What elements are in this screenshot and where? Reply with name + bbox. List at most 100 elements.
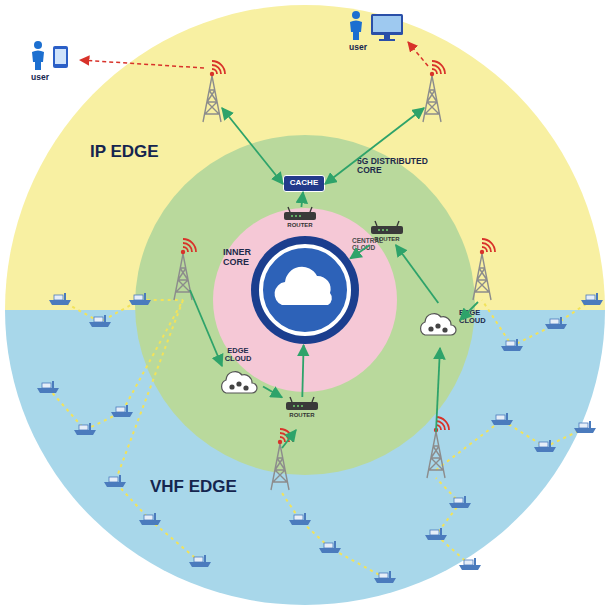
ships-part xyxy=(425,528,447,540)
ships-part xyxy=(289,513,311,525)
ships-part xyxy=(374,571,396,583)
distributed-core-ring: 5G DISTRIBUTED CORE INNER CORECENTRAL CLO… xyxy=(135,135,475,475)
userTab-symbol-part xyxy=(32,51,44,71)
user-links-part xyxy=(408,42,428,66)
backhaul-arrows xyxy=(190,108,478,448)
central-symbol xyxy=(250,235,360,345)
edgecloud-symbol-part xyxy=(421,314,456,335)
link-arrow xyxy=(302,345,303,397)
ships-part xyxy=(534,440,556,452)
router-symbol-part xyxy=(288,207,290,212)
ship-routes-part xyxy=(280,490,385,578)
ships-part xyxy=(129,293,151,305)
userPc-symbol-part xyxy=(350,21,362,41)
radio-towers-part xyxy=(473,239,495,300)
edgecloud-symbol-part xyxy=(435,323,440,328)
router-symbol-part xyxy=(299,215,301,217)
edgecloud-symbol-part xyxy=(222,372,257,393)
radio-towers-part xyxy=(427,417,449,478)
node-label: 5G DISTRIBUTED CORE xyxy=(357,157,433,176)
userPc-symbol-part xyxy=(379,39,395,41)
cache-box: CACHE xyxy=(283,175,325,192)
node-label: user xyxy=(343,43,373,52)
ship-routes-part xyxy=(48,300,183,430)
router-symbol-part xyxy=(301,405,303,407)
ships-part xyxy=(449,496,471,508)
router-symbol-part xyxy=(291,215,293,217)
userPc-symbol-part xyxy=(371,14,403,35)
link-arrow xyxy=(263,387,282,398)
ships-part xyxy=(74,423,96,435)
userTab-symbol-part xyxy=(53,46,68,68)
ships-part xyxy=(139,513,161,525)
ship-routes-part xyxy=(60,300,183,322)
node-label: ROUTER xyxy=(365,236,409,243)
edgecloud-symbol-part xyxy=(243,385,248,390)
router-symbol-part xyxy=(310,207,312,212)
link-arrow xyxy=(350,245,370,259)
link-arrow xyxy=(301,192,303,207)
userTab-symbol-part xyxy=(34,41,42,49)
user-device: user xyxy=(343,10,409,56)
backhaul-arrows-part xyxy=(190,290,222,366)
radio-towers-part xyxy=(203,61,225,122)
radio-towers-part xyxy=(174,239,196,300)
ships-part xyxy=(37,381,59,393)
user-device: user xyxy=(25,40,75,86)
inner-core-circle: INNER CORECENTRAL CLOUD xyxy=(213,208,397,392)
ships-part xyxy=(111,405,133,417)
edgecloud-symbol xyxy=(417,311,457,337)
central-symbol-part xyxy=(261,246,349,334)
userPc-symbol-part xyxy=(373,16,401,32)
userTab-symbol-part xyxy=(55,49,66,64)
node-label: user xyxy=(25,73,55,82)
edge-cloud: EDGE CLOUD xyxy=(213,347,263,397)
edgecloud-symbol-part xyxy=(229,384,234,389)
ship-routes-part xyxy=(115,300,200,562)
userTab-symbol xyxy=(29,40,71,71)
backhaul-arrows-part xyxy=(460,302,478,320)
router-icon: ROUTER xyxy=(282,207,318,231)
router-symbol xyxy=(284,397,320,411)
ship-routes xyxy=(48,300,592,578)
userPc-symbol-part xyxy=(352,11,360,19)
radio-towers xyxy=(174,61,495,490)
edgecloud-symbol-part xyxy=(428,326,433,331)
router-symbol-part xyxy=(371,226,403,234)
node-label: INNER CORE xyxy=(223,248,263,268)
central-cloud: CENTRAL CLOUD xyxy=(250,235,360,345)
router-symbol-part xyxy=(378,229,380,231)
router-symbol-part xyxy=(397,221,399,226)
router-icon: ROUTER xyxy=(282,397,322,421)
node-label: CACHE xyxy=(284,179,324,188)
edge-cloud: EDGE CLOUD xyxy=(417,303,489,343)
backhaul-arrows-part xyxy=(325,108,424,184)
userPc-symbol-part xyxy=(384,35,390,39)
userPc-symbol xyxy=(347,10,405,42)
radio-towers-part xyxy=(423,61,445,122)
edgecloud-symbol-part xyxy=(442,327,447,332)
ships-part xyxy=(501,339,523,351)
ships-part xyxy=(459,558,481,570)
router-symbol-part xyxy=(293,405,295,407)
ships-part xyxy=(581,293,603,305)
ships-part xyxy=(319,541,341,553)
user-links xyxy=(80,42,428,68)
backhaul-arrows-part xyxy=(282,430,296,448)
node-label: IP EDGE xyxy=(90,143,220,162)
node-label: VHF EDGE xyxy=(150,478,300,497)
router-symbol-part xyxy=(386,229,388,231)
router-symbol-part xyxy=(290,397,292,402)
edgecloud-symbol xyxy=(218,369,258,395)
ships-part xyxy=(189,555,211,567)
edgecloud-symbol-part xyxy=(236,381,241,386)
router-symbol-part xyxy=(375,221,377,226)
node-label: EDGE CLOUD xyxy=(221,347,255,364)
user-links-part xyxy=(80,60,204,68)
ship-routes-part xyxy=(436,420,585,470)
router-symbol-part xyxy=(284,212,316,220)
node-label: ROUTER xyxy=(280,412,324,419)
